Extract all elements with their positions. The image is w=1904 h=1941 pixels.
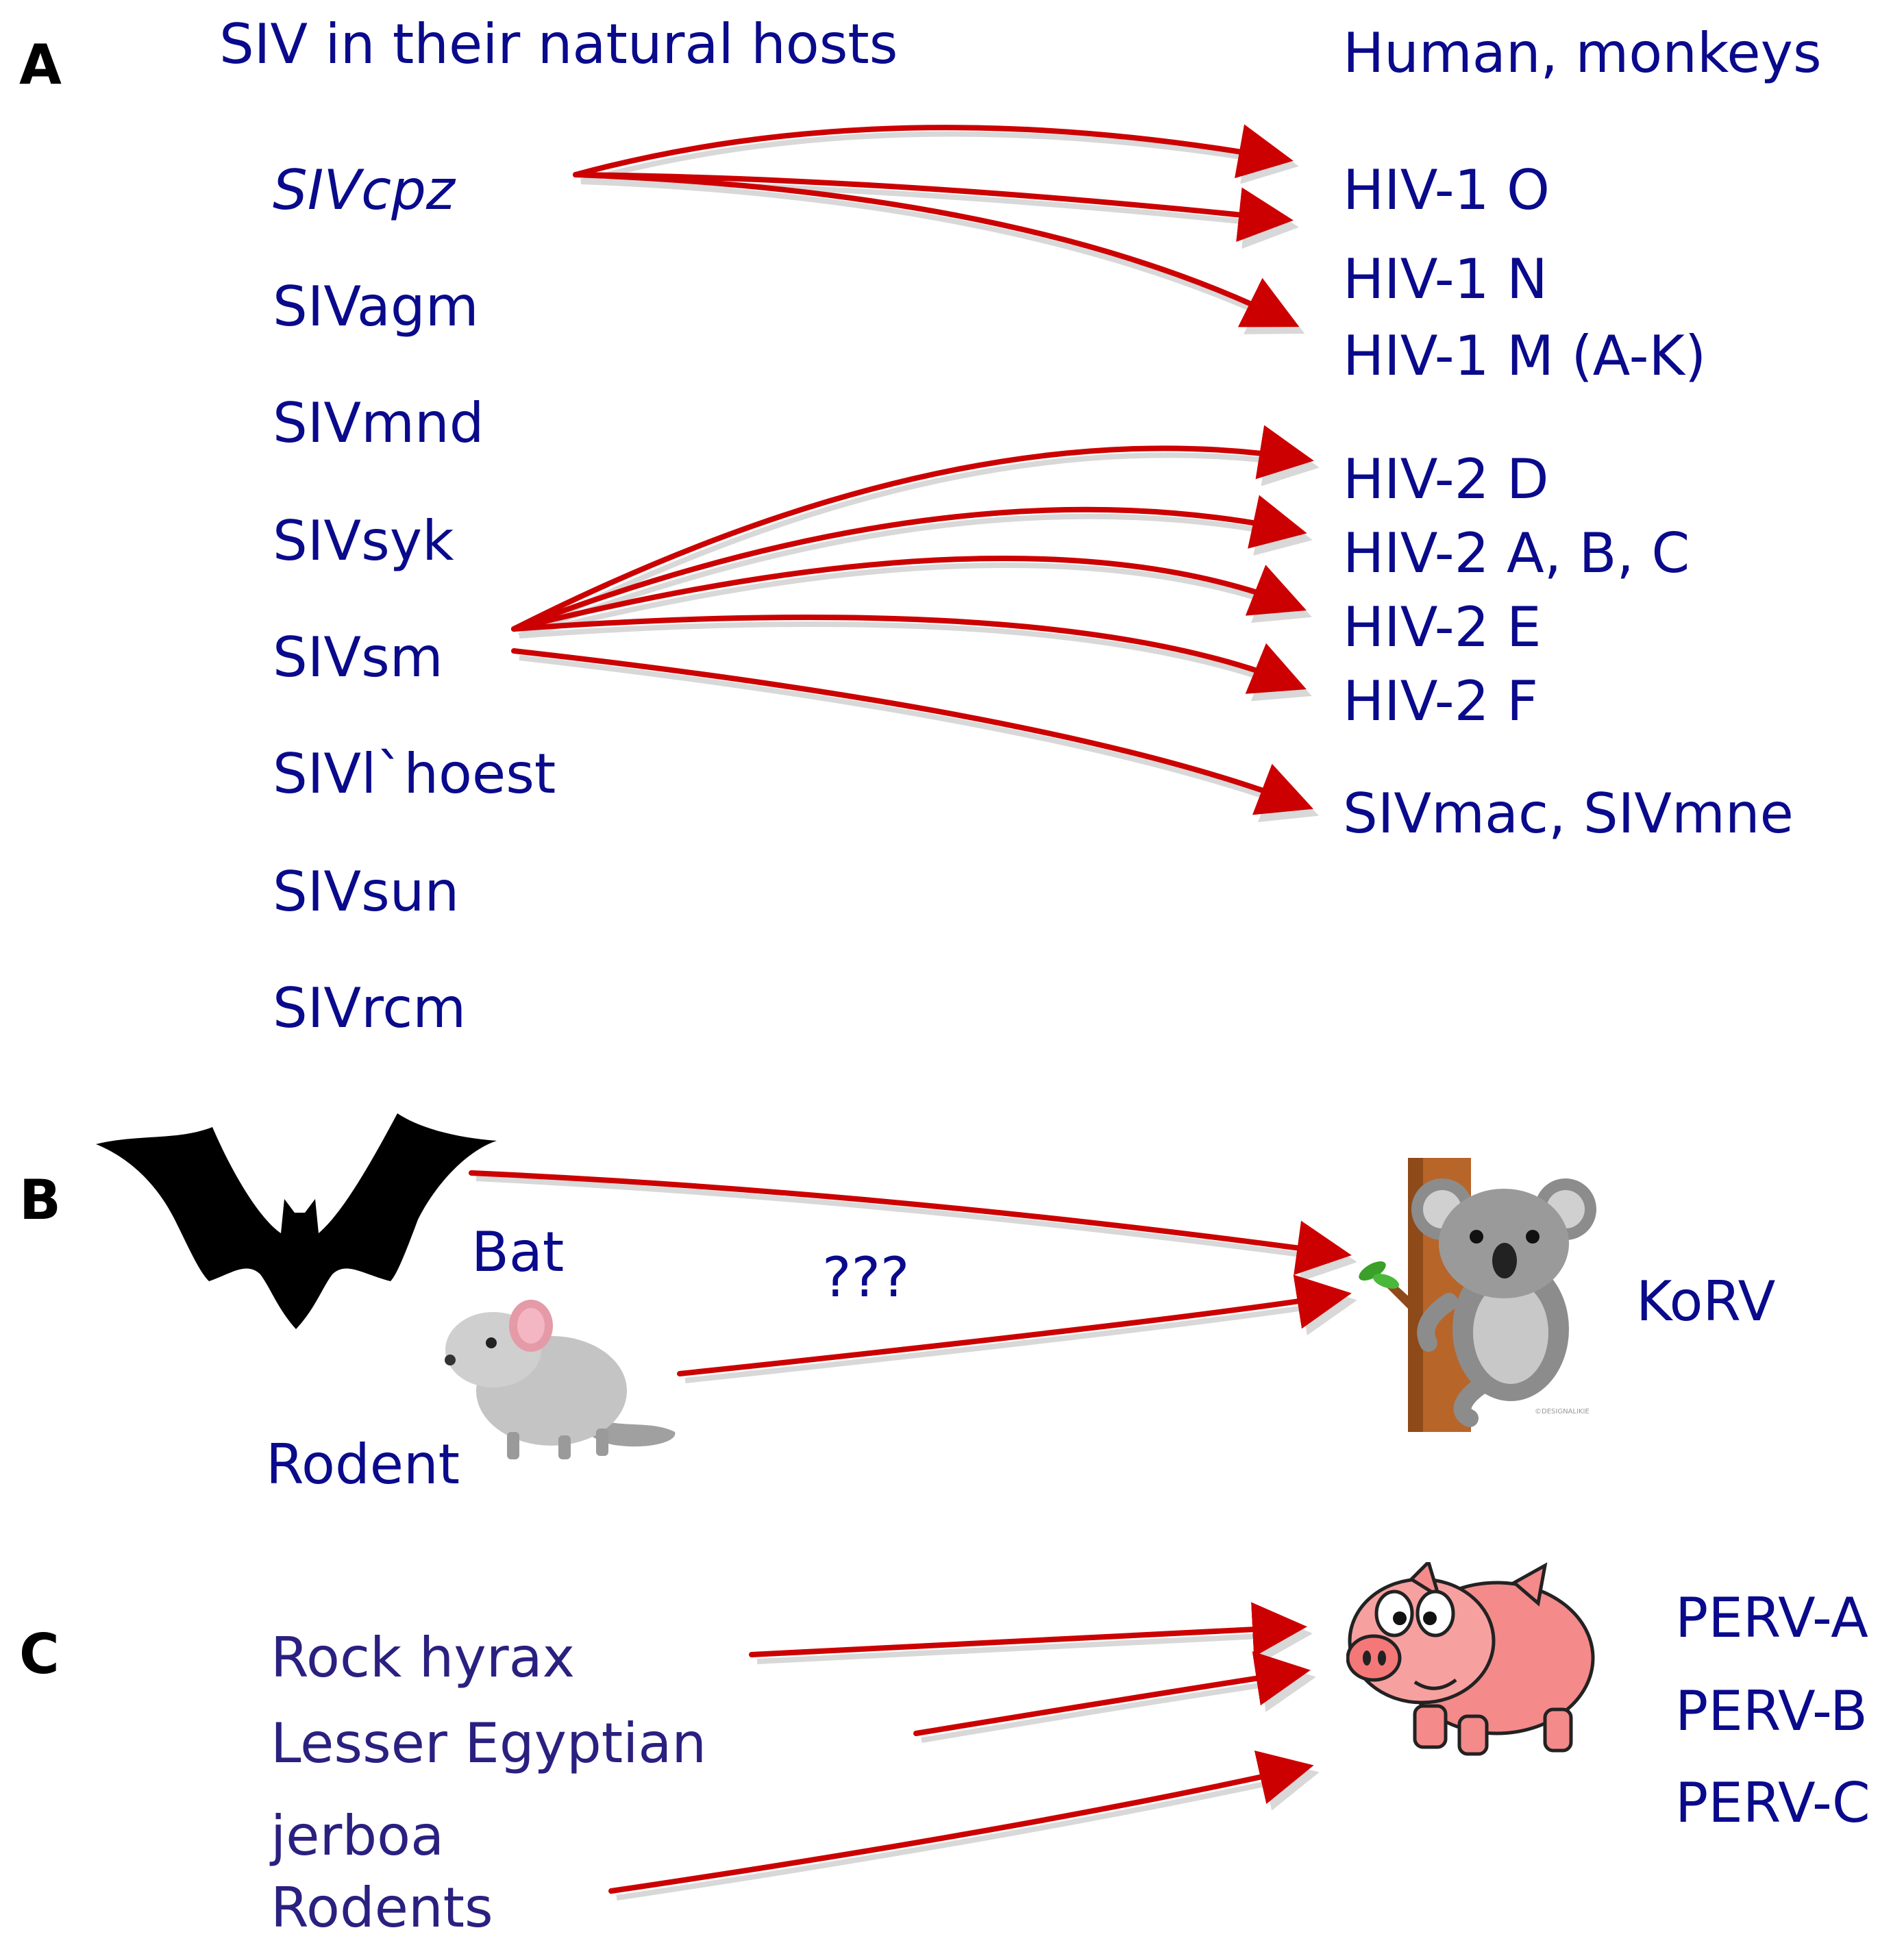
source-label: Rodents — [271, 1876, 493, 1940]
target-label: HIV-2 F — [1343, 669, 1538, 733]
panel-label-a: A — [19, 33, 62, 97]
target-label: HIV-1 O — [1343, 158, 1550, 222]
source-label: Lesser Egyptian — [271, 1711, 707, 1775]
arrow-rockhyrax-perv — [749, 1602, 1307, 1657]
rodent-label: Rodent — [266, 1433, 460, 1496]
target-label: HIV-2 A, B, C — [1343, 521, 1690, 585]
arrow-bat-korv — [469, 1170, 1352, 1275]
source-label: jerboa — [271, 1804, 445, 1868]
target-label: HIV-2 E — [1343, 595, 1542, 659]
arrow-sivcpz-hiv1-n — [573, 172, 1294, 243]
arrow-sivsm-hiv2-f — [511, 615, 1307, 694]
source-label: Rock hyrax — [271, 1626, 575, 1690]
siv-host-label: SIVmnd — [273, 391, 484, 455]
arrow-jerboa-perv — [913, 1651, 1311, 1736]
target-label: HIV-1 M (A-K) — [1343, 324, 1707, 388]
siv-host-label: SIVcpz — [273, 158, 455, 222]
koala-watermark: ©DESIGNALIKIE — [1535, 1408, 1590, 1415]
arrow-shadows — [475, 129, 1357, 1901]
siv-host-label: SIVsun — [273, 860, 460, 924]
pig-icon — [1346, 1562, 1595, 1756]
siv-host-label: SIVsm — [273, 626, 443, 689]
arrow-sivsm-sivmac — [511, 648, 1313, 815]
bat-label: Bat — [471, 1220, 565, 1284]
arrow-sivsm-hiv2-e — [511, 555, 1307, 632]
panel-label-c: C — [19, 1622, 60, 1686]
bat-icon — [96, 1113, 497, 1329]
arrow-sivcpz-hiv1-o — [573, 124, 1294, 179]
korv-label: KoRV — [1636, 1270, 1776, 1333]
target-label: SIVmac, SIVmne — [1343, 782, 1794, 845]
perv-label: PERV-A — [1675, 1586, 1868, 1650]
arrow-sivsm-hiv2-abc — [511, 495, 1307, 632]
perv-label: PERV-B — [1675, 1679, 1868, 1743]
panel-a-right-header: Human, monkeys — [1343, 21, 1822, 85]
unknown-origin-label: ??? — [822, 1246, 910, 1309]
siv-host-label: SIVl`hoest — [273, 742, 556, 806]
rodent-icon — [445, 1300, 676, 1459]
arrow-sivcpz-hiv1-m — [573, 172, 1300, 327]
perv-label: PERV-C — [1675, 1771, 1870, 1835]
arrow-rodents-perv — [608, 1750, 1314, 1894]
siv-host-label: SIVsyk — [273, 509, 454, 573]
panel-a-left-header: SIV in their natural hosts — [219, 12, 898, 76]
arrow-sivsm-hiv2-d — [511, 425, 1314, 632]
siv-host-label: SIVrcm — [273, 976, 467, 1040]
target-label: HIV-1 N — [1343, 247, 1548, 311]
target-label: HIV-2 D — [1343, 447, 1549, 511]
koala-icon — [1359, 1158, 1596, 1432]
siv-host-label: SIVagm — [273, 275, 479, 338]
panel-label-b: B — [19, 1168, 61, 1232]
arrow-rodent-korv — [677, 1274, 1352, 1376]
arrows — [469, 124, 1352, 1894]
